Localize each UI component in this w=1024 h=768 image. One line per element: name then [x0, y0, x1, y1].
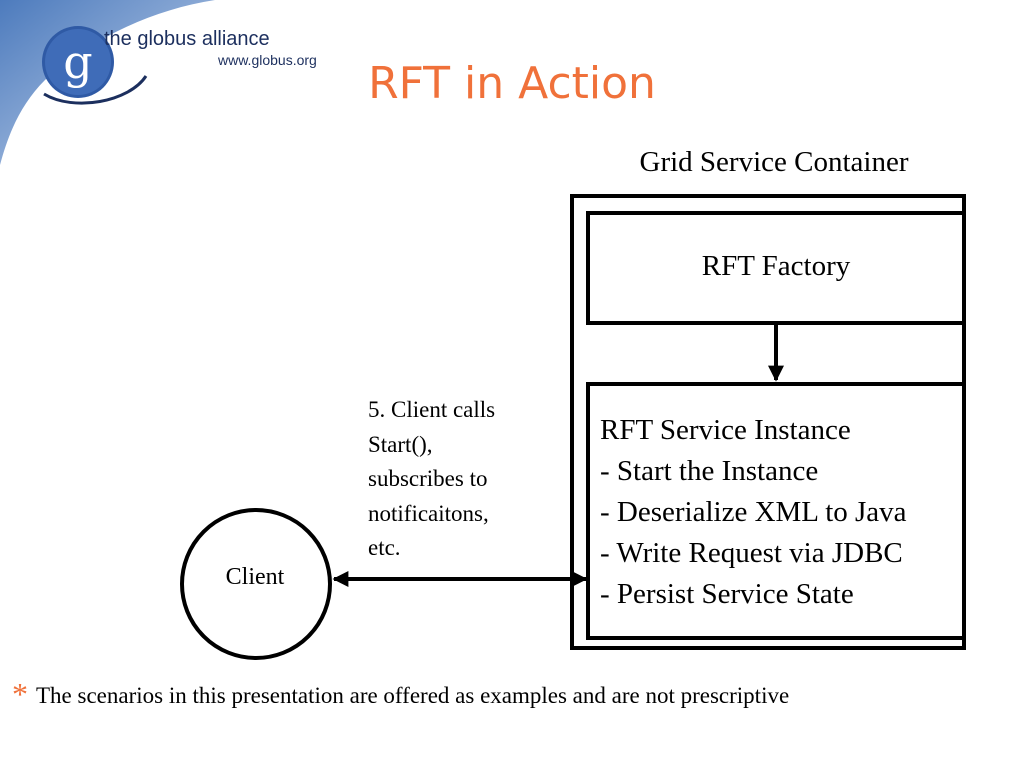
note-line: subscribes to: [368, 466, 488, 491]
note-line: 5. Client calls: [368, 397, 496, 422]
container-label: Grid Service Container: [639, 146, 909, 178]
footnote-marker: *: [12, 676, 28, 712]
logo-url: www.globus.org: [218, 52, 317, 68]
instance-title: RFT Service Instance: [600, 414, 851, 446]
step-note: 5. Client calls Start(), subscribes to n…: [368, 393, 568, 566]
note-line: etc.: [368, 535, 401, 560]
slide-title: RFT in Action: [368, 58, 656, 109]
instance-item: - Deserialize XML to Java: [600, 496, 907, 528]
logo-text: the globus alliance: [104, 28, 270, 50]
globus-g-logo-icon: g: [42, 26, 148, 105]
instance-item: - Persist Service State: [600, 578, 854, 610]
footnote-text: The scenarios in this presentation are o…: [36, 683, 790, 708]
rft-service-instance-box: [586, 382, 966, 640]
note-line: Start(),: [368, 431, 433, 457]
client-circle: [180, 508, 332, 660]
instance-item: - Start the Instance: [600, 455, 819, 487]
svg-text:g: g: [63, 35, 92, 89]
rft-factory-box: [586, 211, 966, 325]
rft-factory-label: RFT Factory: [701, 250, 851, 282]
client-label: Client: [225, 564, 285, 590]
instance-item: - Write Request via JDBC: [600, 537, 903, 569]
note-line: notificaitons,: [368, 500, 489, 526]
